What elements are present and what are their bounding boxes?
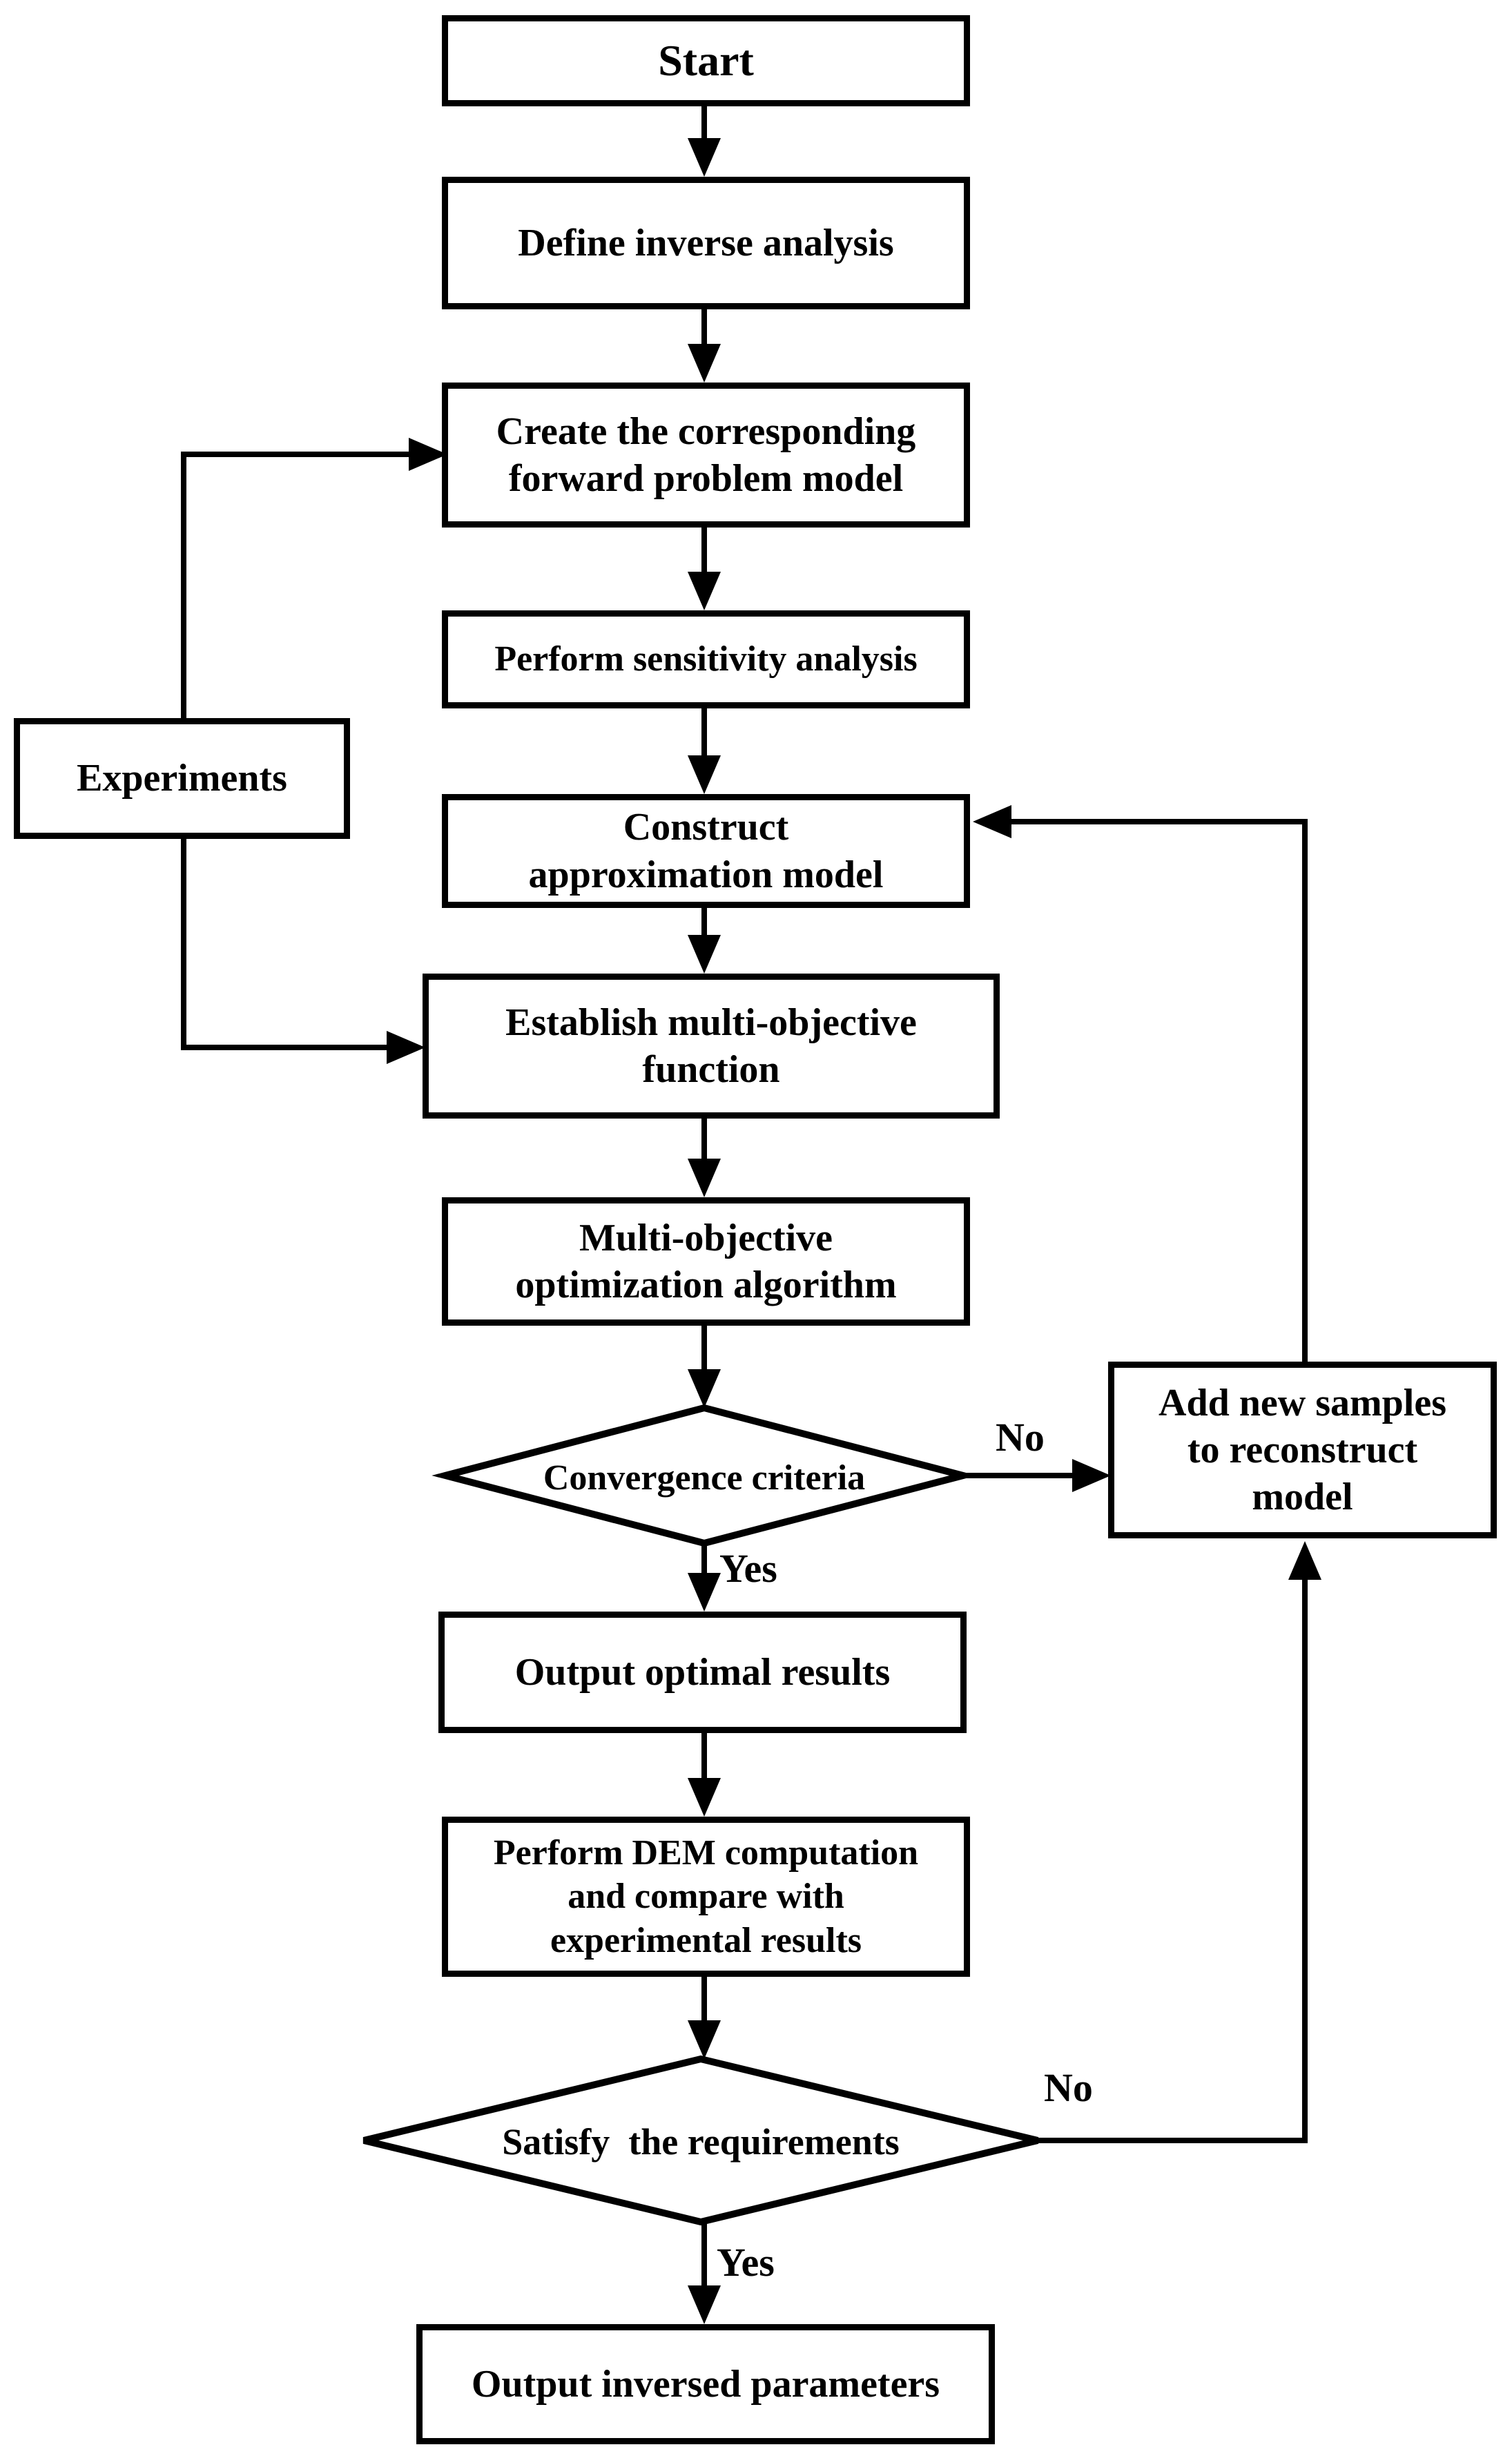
edge-define-create bbox=[688, 309, 721, 383]
node-label: Output optimal results bbox=[514, 1650, 891, 1694]
node-label: and compare with bbox=[568, 1877, 844, 1917]
edge-sensitivity-construct bbox=[688, 708, 721, 794]
node-construct-approximation-model: Construct approximation model bbox=[442, 794, 970, 908]
arrowhead-right bbox=[409, 438, 447, 471]
node-establish-multiobjective-function: Establish multi-objective function bbox=[423, 974, 1000, 1119]
node-label: to reconstruct bbox=[1187, 1428, 1418, 1471]
arrowhead-right bbox=[1072, 1459, 1111, 1492]
arrowhead-left bbox=[973, 805, 1011, 838]
edge-add-samples-construct bbox=[973, 805, 1308, 1362]
arrowhead-up bbox=[1288, 1541, 1321, 1580]
edge-create-sensitivity bbox=[688, 528, 721, 610]
node-add-new-samples: Add new samples to reconstruct model bbox=[1108, 1362, 1497, 1538]
edge-multiobjective-convergence bbox=[688, 1326, 721, 1408]
arrowhead-down bbox=[688, 344, 721, 383]
arrowhead-down bbox=[688, 572, 721, 610]
node-label: function bbox=[642, 1048, 780, 1091]
node-label: Start bbox=[658, 35, 754, 85]
node-label: Construct bbox=[623, 806, 789, 849]
node-label: Perform DEM computation bbox=[493, 1833, 919, 1873]
arrowhead-right bbox=[387, 1031, 425, 1064]
decision-convergence-criteria bbox=[432, 1404, 977, 1547]
edge-output-optimal-dem bbox=[688, 1733, 721, 1817]
node-dem-computation: Perform DEM computation and compare with… bbox=[442, 1817, 970, 1977]
edge-start-define bbox=[688, 106, 721, 177]
node-start: Start bbox=[442, 15, 970, 106]
arrowhead-down bbox=[688, 755, 721, 794]
decision-satisfy-requirements bbox=[362, 2055, 1039, 2226]
node-label: Establish multi-objective bbox=[505, 1000, 917, 1044]
branch-label-yes-satisfy: Yes bbox=[717, 2240, 775, 2285]
node-label: Perform sensitivity analysis bbox=[494, 639, 918, 679]
node-output-optimal-results: Output optimal results bbox=[438, 1612, 967, 1733]
edge-experiments-establish bbox=[181, 839, 425, 1064]
edge-experiments-create bbox=[181, 438, 447, 718]
branch-label-yes-convergence: Yes bbox=[719, 1546, 777, 1591]
branch-label-no-convergence: No bbox=[996, 1415, 1045, 1460]
node-create-forward-model: Create the corresponding forward problem… bbox=[442, 383, 970, 528]
node-label: approximation model bbox=[528, 853, 884, 896]
node-label: Create the corresponding bbox=[496, 409, 916, 453]
node-output-inversed-parameters: Output inversed parameters bbox=[416, 2324, 995, 2444]
arrowhead-down bbox=[688, 2020, 721, 2059]
node-label: Experiments bbox=[77, 757, 287, 800]
edge-dem-satisfy bbox=[688, 1977, 721, 2059]
node-label: Multi-objective bbox=[579, 1216, 833, 1259]
node-experiments: Experiments bbox=[14, 718, 350, 839]
edge-satisfy-yes-output-inversed bbox=[688, 2222, 721, 2324]
arrowhead-down bbox=[688, 1369, 721, 1408]
arrowhead-down bbox=[688, 935, 721, 974]
node-label: Define inverse analysis bbox=[518, 221, 894, 264]
node-label: Add new samples bbox=[1159, 1381, 1446, 1424]
node-sensitivity-analysis: Perform sensitivity analysis bbox=[442, 610, 970, 708]
arrowhead-down bbox=[688, 1573, 721, 1612]
edge-construct-establish bbox=[688, 908, 721, 974]
node-label: model bbox=[1252, 1476, 1353, 1519]
edge-convergence-yes-output-optimal bbox=[688, 1543, 721, 1612]
node-label: Output inversed parameters bbox=[471, 2362, 940, 2406]
node-label: optimization algorithm bbox=[515, 1264, 897, 1306]
node-label: experimental results bbox=[550, 1920, 862, 1960]
node-multiobjective-optimization-algorithm: Multi-objective optimization algorithm bbox=[442, 1197, 970, 1326]
node-label: forward problem model bbox=[508, 457, 904, 500]
arrowhead-down bbox=[688, 2285, 721, 2324]
decision-label-satisfy-requirements: Satisfy the requirements bbox=[502, 2121, 900, 2163]
arrowhead-down bbox=[688, 1778, 721, 1817]
branch-label-no-satisfy: No bbox=[1044, 2065, 1093, 2110]
arrowhead-down bbox=[688, 138, 721, 177]
node-define-inverse-analysis: Define inverse analysis bbox=[442, 177, 970, 309]
edge-convergence-no-add-samples bbox=[960, 1459, 1111, 1492]
decision-label-convergence-criteria: Convergence criteria bbox=[543, 1458, 866, 1498]
edge-satisfy-no-add-samples bbox=[1036, 1541, 1321, 2143]
edge-establish-multiobjective bbox=[688, 1119, 721, 1197]
arrowhead-down bbox=[688, 1159, 721, 1197]
